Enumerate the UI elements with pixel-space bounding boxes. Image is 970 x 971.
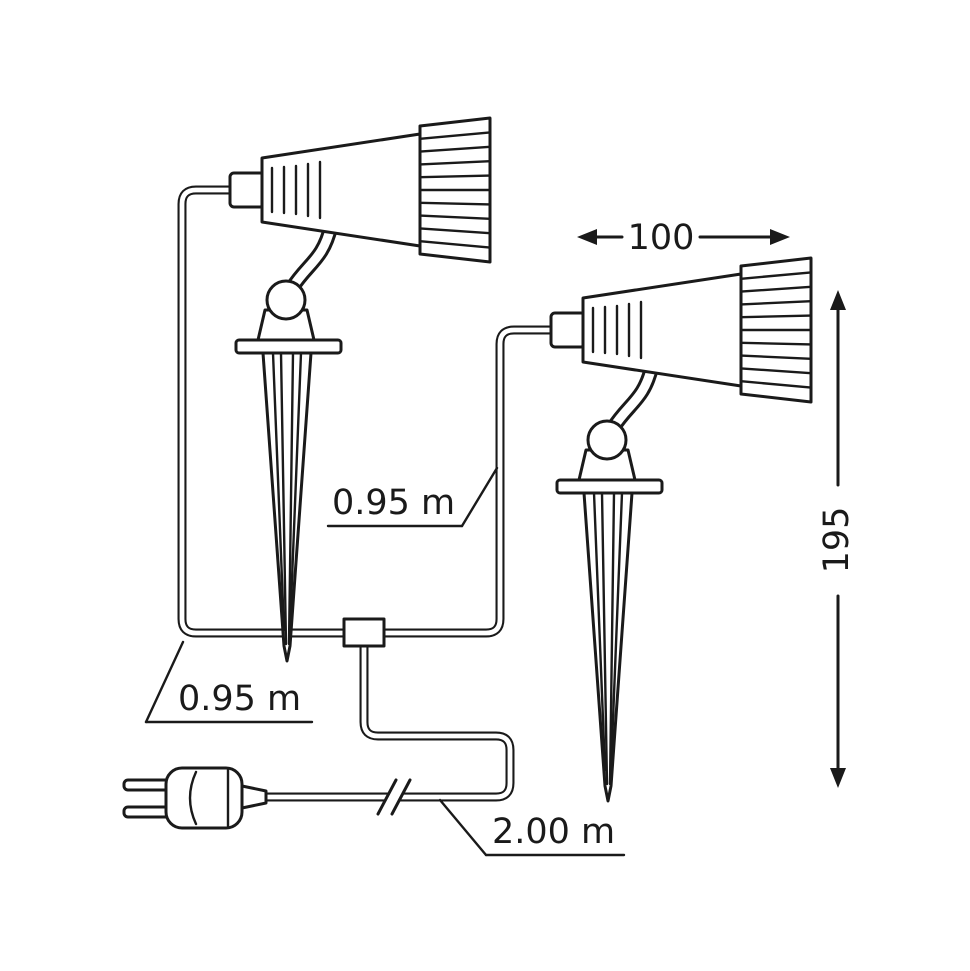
power-cord-length-callout: 2.00 m [438,798,626,857]
leader-line [144,640,185,724]
width-dimension: 100 [577,218,790,258]
left-spotlight [230,118,490,661]
height-dimension-label: 195 [817,507,857,574]
power-plug [122,766,268,830]
leader-line [460,466,499,528]
cable-left-length-label: 0.95 m [178,679,301,719]
cable-right-length-label: 0.95 m [332,483,455,523]
right-spotlight [551,258,811,801]
arrow-up-icon [830,290,846,310]
power-cord-length-label: 2.00 m [492,812,615,852]
power-cable [264,644,515,817]
arrow-right-icon [770,229,790,245]
arrow-left-icon [577,229,597,245]
leader-line [438,798,488,857]
cable-left [177,185,350,638]
cable-right [378,325,556,638]
cable-left-length-callout: 0.95 m [144,640,314,724]
cable-right-length-callout: 0.95 m [326,466,499,528]
junction-box [342,617,386,648]
cable-break-icon [376,777,412,817]
connection-cables [177,185,556,817]
height-dimension: 195 [817,290,857,788]
width-dimension-label: 100 [628,218,695,258]
arrow-down-icon [830,768,846,788]
